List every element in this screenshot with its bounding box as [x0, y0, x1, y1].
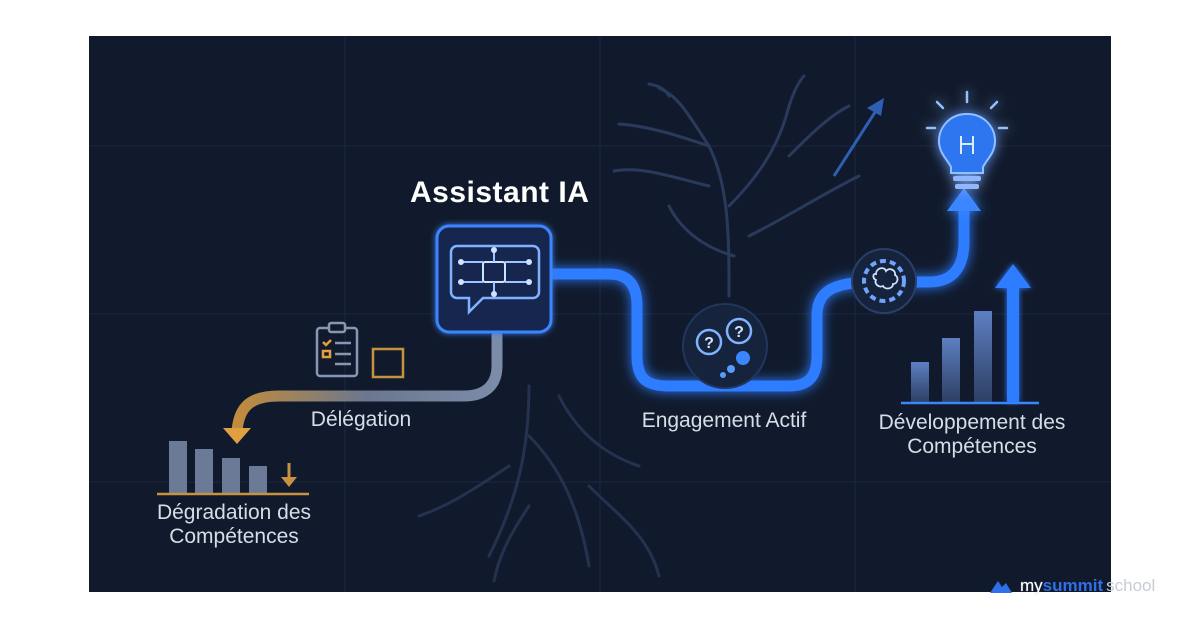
lightbulb-icon [925, 90, 1009, 189]
svg-text:?: ? [704, 335, 714, 352]
engagement-path [545, 200, 970, 392]
chip-chat-icon [435, 224, 553, 334]
diagram-title: Assistant IA [410, 176, 590, 209]
delegation-path [231, 330, 503, 437]
question-bubbles-icon: ? ? [682, 303, 768, 389]
svg-text:?: ? [734, 324, 744, 341]
empty-checkbox-icon [371, 347, 405, 379]
label-degradation: Dégradation des Compétences [156, 501, 312, 548]
brain-gear-icon [851, 248, 917, 314]
brand-part-my: my [1020, 576, 1043, 595]
brand-part-summit: summit [1042, 576, 1104, 595]
delegation-arrowhead [223, 428, 251, 444]
label-developpement: Développement des Compétences [878, 411, 1066, 458]
diagram-panel: ? ? [89, 36, 1111, 592]
label-engagement: Engagement Actif [641, 409, 807, 432]
brand-part-school: school [1106, 576, 1156, 595]
engagement-arrowhead [947, 188, 981, 211]
bar-chart-up-icon [901, 264, 1039, 405]
tree-roots-bottom [417, 384, 661, 583]
label-delegation: Délégation [310, 408, 412, 431]
bar-chart-down-icon [157, 441, 309, 496]
growth-arrow [832, 98, 884, 177]
tree-branches-top [612, 74, 861, 298]
diagram-art: ? ? [89, 36, 1111, 592]
clipboard-checklist-icon [315, 321, 359, 378]
summit-logo-icon [990, 581, 1012, 593]
